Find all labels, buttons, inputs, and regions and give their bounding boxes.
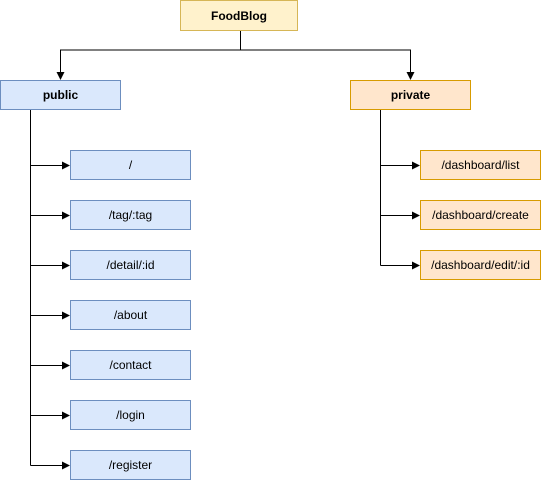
public-route-node: /tag/:tag: [70, 200, 191, 230]
private-route-node: /dashboard/create: [420, 200, 541, 230]
root-label: FoodBlog: [211, 8, 267, 23]
public-route-node: /: [70, 150, 191, 180]
public-route-node: /contact: [70, 350, 191, 380]
route-label: /detail/:id: [106, 258, 155, 272]
route-label: /register: [108, 458, 153, 472]
private-label: private: [390, 88, 431, 102]
route-label: /dashboard/create: [432, 208, 529, 222]
edge-root-to-private: [240, 49, 415, 80]
route-label: /: [128, 158, 133, 172]
group-node-public: public: [0, 80, 121, 110]
private-route-node: /dashboard/edit/:id: [420, 250, 541, 280]
route-label: /about: [113, 308, 148, 322]
route-label: /tag/:tag: [108, 208, 153, 222]
public-route-node: /about: [70, 300, 191, 330]
public-label: public: [42, 88, 79, 102]
route-label: /dashboard/edit/:id: [431, 258, 530, 272]
group-node-private: private: [350, 80, 471, 110]
public-route-node: /detail/:id: [70, 250, 191, 280]
public-route-node: /register: [70, 450, 191, 480]
route-label: /dashboard/list: [441, 158, 520, 172]
private-route-node: /dashboard/list: [420, 150, 541, 180]
public-route-node: /login: [70, 400, 191, 430]
root-node-foodblog: FoodBlog: [180, 0, 298, 31]
edge-root-to-public: [56, 31, 241, 80]
route-label: /login: [116, 408, 145, 422]
route-label: /contact: [109, 358, 152, 372]
